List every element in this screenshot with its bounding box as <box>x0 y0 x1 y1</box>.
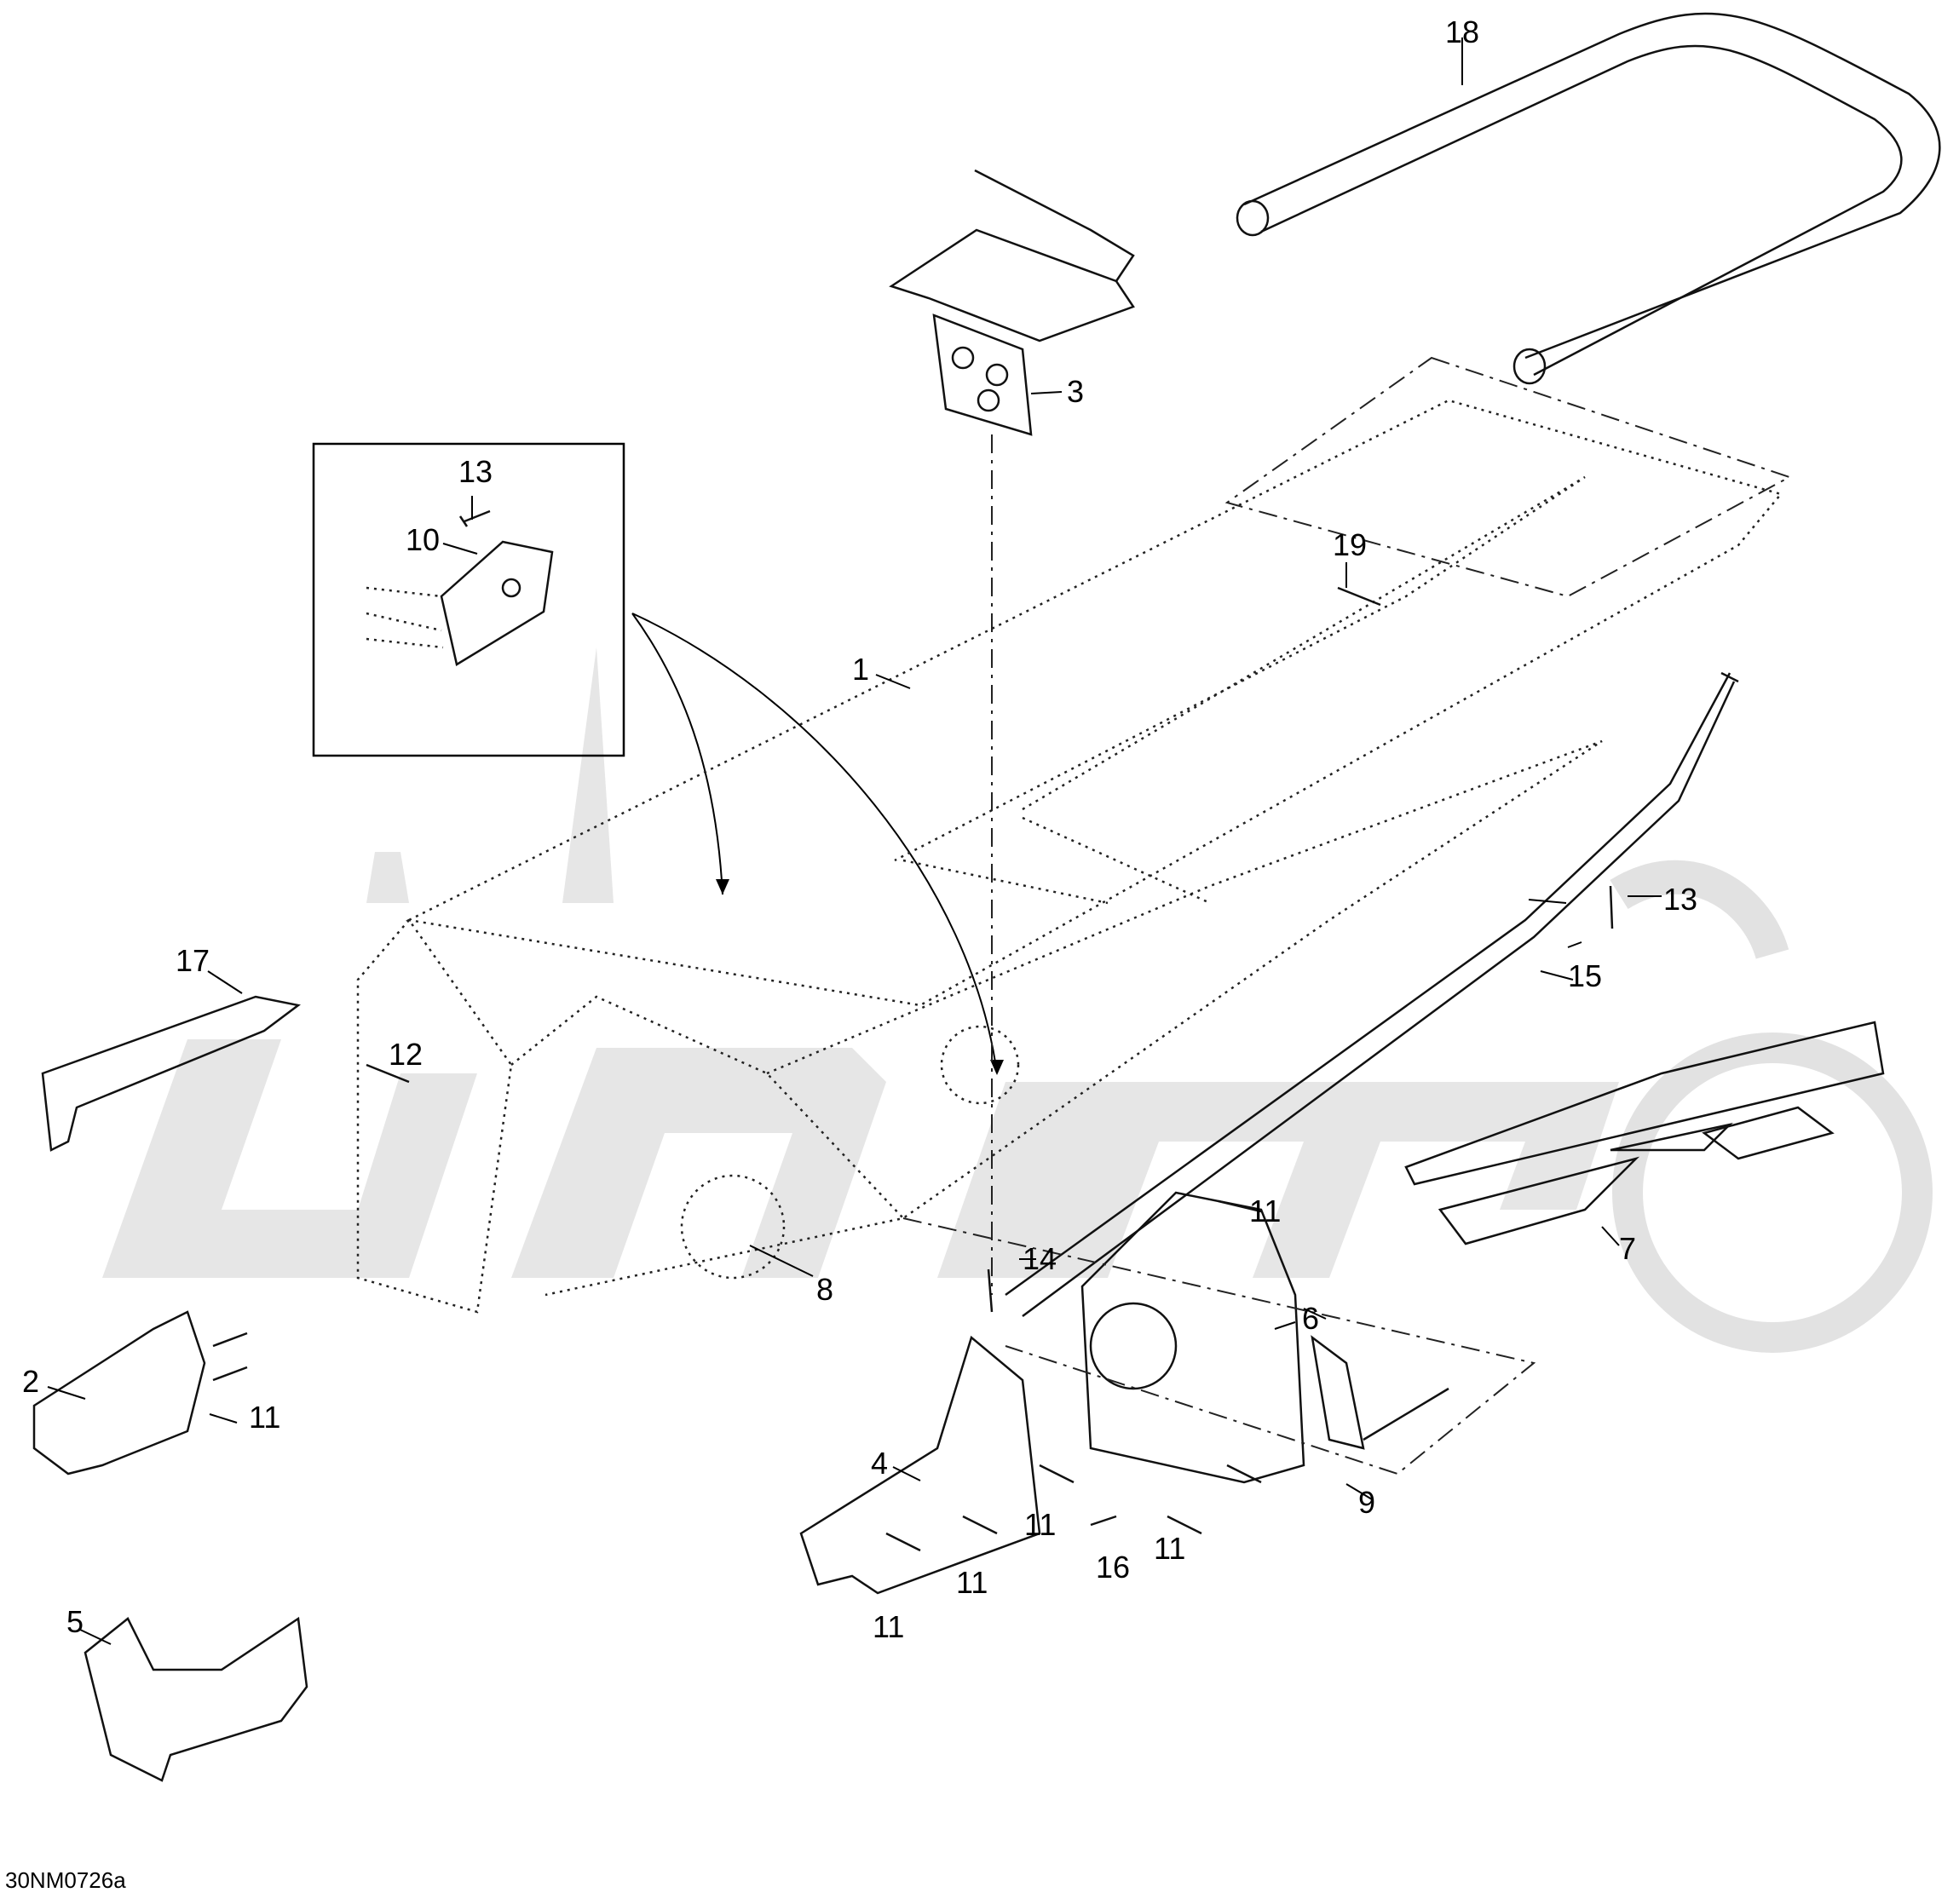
callout-11-f: 11 <box>873 1609 904 1644</box>
inset-arrow-right <box>631 613 998 1074</box>
callout-7: 7 <box>1619 1231 1636 1266</box>
bracket-9 <box>1311 1335 1449 1450</box>
callout-2: 2 <box>22 1364 39 1399</box>
handle-loop-18 <box>1236 12 1941 385</box>
callout-leaders <box>47 37 1662 1645</box>
mounting-bracket-3 <box>889 169 1135 436</box>
drawing-reference-code: 30NM0726a <box>5 1867 126 1893</box>
callout-3: 3 <box>1067 374 1084 409</box>
side-plate-6 <box>1080 1191 1305 1484</box>
callout-11-e: 11 <box>956 1565 988 1600</box>
callout-12: 12 <box>389 1037 423 1072</box>
callout-11-d: 11 <box>1154 1531 1185 1566</box>
callout-19: 19 <box>1333 527 1367 562</box>
lower-bracket-5 <box>84 1616 308 1782</box>
side-bracket-4 <box>799 1335 1041 1595</box>
callout-11-c: 11 <box>1024 1507 1056 1542</box>
callout-11-a: 11 <box>1249 1194 1281 1228</box>
fastener-rivets <box>212 586 1614 1552</box>
callout-14: 14 <box>1023 1241 1057 1276</box>
rail-bracket-17 <box>41 995 301 1152</box>
callout-11-b: 11 <box>249 1400 280 1435</box>
footrest-plates-7 <box>1404 1021 1885 1245</box>
callout-10: 10 <box>406 522 440 557</box>
callout-17: 17 <box>176 943 210 978</box>
callout-1: 1 <box>852 652 869 687</box>
callout-13-a: 13 <box>458 454 493 489</box>
callout-9: 9 <box>1358 1485 1375 1520</box>
callout-labels: 1 2 3 4 5 6 7 8 9 10 11 11 11 11 11 11 1… <box>22 14 1697 1644</box>
callout-16: 16 <box>1096 1550 1130 1585</box>
watermark <box>102 647 1933 1353</box>
slide-rail-15 <box>1005 672 1736 1318</box>
inset-arrow-left <box>631 613 723 895</box>
callout-6: 6 <box>1302 1301 1319 1336</box>
callout-15: 15 <box>1568 958 1602 993</box>
lower-bracket-2 <box>32 1310 206 1475</box>
callout-13-b: 13 <box>1663 882 1697 917</box>
callout-4: 4 <box>871 1446 888 1481</box>
inset-detail-box <box>312 442 625 757</box>
bracket-plate-10 <box>440 540 554 666</box>
callout-8: 8 <box>816 1272 833 1307</box>
tunnel-frame-1 <box>356 399 1783 1314</box>
rivet-13-inset <box>458 509 491 527</box>
callout-18: 18 <box>1445 14 1479 49</box>
callout-5: 5 <box>66 1604 84 1639</box>
